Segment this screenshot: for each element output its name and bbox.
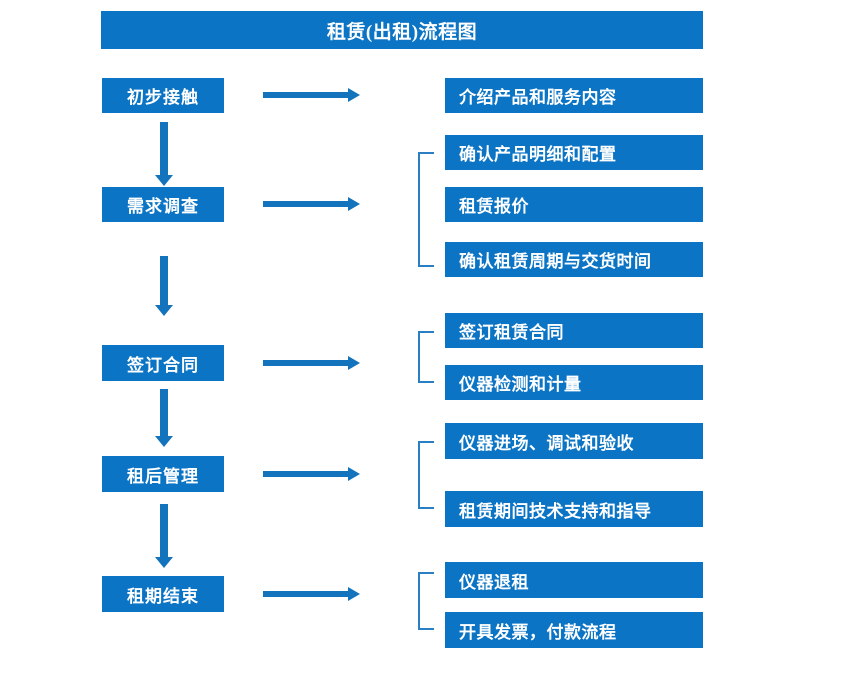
detail-box-yiqi-jiance-jiliang[interactable]: 仪器检测和计量 — [445, 365, 703, 400]
stage-box-chubu-jiechu[interactable]: 初步接触 — [102, 78, 224, 113]
horizontal-arrow-3 — [263, 355, 360, 371]
horizontal-arrow-1 — [263, 87, 360, 103]
vertical-arrow-4 — [155, 504, 173, 568]
vertical-arrow-1 — [155, 122, 173, 186]
detail-box-zulin-qijian-jishu[interactable]: 租赁期间技术支持和指导 — [445, 491, 703, 527]
detail-box-queren-zulin-zhouqi[interactable]: 确认租赁周期与交货时间 — [445, 242, 703, 277]
horizontal-arrow-5 — [263, 586, 360, 602]
page-title: 租赁(出租)流程图 — [101, 11, 703, 49]
stage-box-qianding-hetong[interactable]: 签订合同 — [102, 345, 224, 381]
detail-box-yiqi-jinchang-tiaoshi[interactable]: 仪器进场、调试和验收 — [445, 423, 703, 459]
detail-box-qianding-zulin-hetong[interactable]: 签订租赁合同 — [445, 313, 703, 348]
vertical-arrow-2 — [155, 256, 173, 316]
detail-box-queren-chanpin-mingxi[interactable]: 确认产品明细和配置 — [445, 135, 703, 170]
detail-box-kaiju-fapiao[interactable]: 开具发票，付款流程 — [445, 612, 703, 648]
detail-box-yiqi-tuizu[interactable]: 仪器退租 — [445, 562, 703, 598]
group-bracket-4 — [418, 441, 434, 509]
group-bracket-3 — [418, 331, 434, 383]
horizontal-arrow-2 — [263, 196, 360, 212]
vertical-arrow-3 — [155, 389, 173, 447]
stage-box-zuqi-jieshu[interactable]: 租期结束 — [102, 576, 224, 612]
detail-box-zulin-baojia[interactable]: 租赁报价 — [445, 187, 703, 222]
group-bracket-2 — [418, 152, 434, 267]
stage-box-xuqiu-diaocha[interactable]: 需求调查 — [102, 187, 224, 222]
stage-box-zuhou-guanli[interactable]: 租后管理 — [102, 456, 224, 492]
group-bracket-5 — [418, 572, 434, 630]
detail-box-jieshao-chanpin[interactable]: 介绍产品和服务内容 — [445, 78, 703, 113]
horizontal-arrow-4 — [263, 466, 360, 482]
